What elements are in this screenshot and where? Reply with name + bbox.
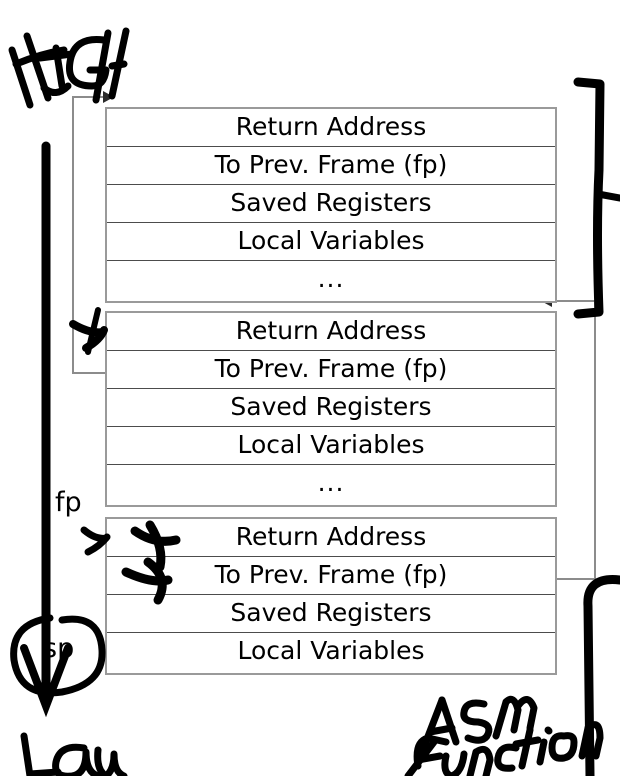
low-annotation-ink <box>20 732 128 776</box>
stack-frame-1: Return Address To Prev. Frame (fp) Saved… <box>105 107 557 303</box>
lower-bracket-ink <box>583 575 620 776</box>
connector-frame3-to-frame1-vertical <box>594 300 596 580</box>
upper-bracket-ink <box>573 77 620 319</box>
frame-row: ... <box>317 468 345 497</box>
frame-row: To Prev. Frame (fp) <box>107 351 555 389</box>
connector-frame3-to-frame1-horizontal-lower <box>557 578 596 580</box>
frame-row: To Prev. Frame (fp) <box>107 147 555 185</box>
frame-pointer-label: fp <box>55 487 82 518</box>
fp-hand-arrow-ink <box>80 526 111 556</box>
connector-frame2-to-frame1-vertical <box>72 96 74 374</box>
asm-function-annotation-ink <box>404 695 604 776</box>
frame-row: Saved Registers <box>107 595 555 633</box>
frame-row: Saved Registers <box>107 389 555 427</box>
connector-frame3-to-frame1-horizontal-upper <box>548 300 596 302</box>
frame2-hand-arrow-ink <box>69 307 108 355</box>
frame-row: Return Address <box>107 313 555 351</box>
stack-growth-arrow-ink <box>20 141 72 718</box>
stack-pointer-label: sp <box>43 633 75 664</box>
frame-row: Return Address <box>107 109 555 147</box>
stack-frame-2: Return Address To Prev. Frame (fp) Saved… <box>105 311 557 507</box>
frame-row: ... <box>317 264 345 293</box>
connector-frame2-to-frame1-horizontal-lower <box>72 372 112 374</box>
frame-row: Return Address <box>107 519 555 557</box>
frame-row: Local Variables <box>107 223 555 261</box>
connector-frame2-to-frame1-horizontal-upper <box>72 96 108 98</box>
frame-row: Local Variables <box>237 636 425 665</box>
stack-frame-3: Return Address To Prev. Frame (fp) Saved… <box>105 517 557 675</box>
frame-row: Saved Registers <box>107 185 555 223</box>
frame-row: To Prev. Frame (fp) <box>107 557 555 595</box>
connector-arrow-to-frame1-top <box>103 91 114 103</box>
frame-row: Local Variables <box>107 427 555 465</box>
